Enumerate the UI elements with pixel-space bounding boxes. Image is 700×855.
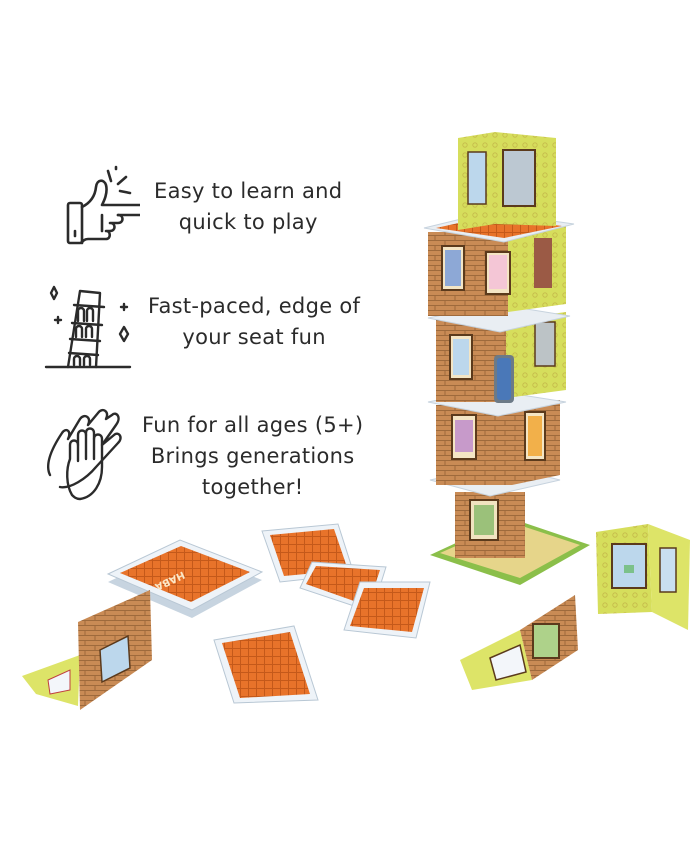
feature-all-ages: Fun for all ages (5+) Brings generations… [40,405,363,505]
feature-text: Fun for all ages (5+) Brings generations… [142,410,363,503]
roof-card [299,561,387,613]
feature-line: together! [201,474,304,499]
feature-line: Fast-paced, edge of [148,294,361,318]
card-deck: HABA [106,539,264,618]
feature-line: Brings generations [150,443,355,468]
feature-fast-paced: Fast-paced, edge of your seat fun [40,275,360,375]
feature-line: your seat fun [182,325,326,349]
leaning-tower-icon [40,275,140,375]
folded-card-right [460,595,578,690]
deck-brand: HABA [153,569,186,592]
tower [423,132,575,558]
feature-text: Fast-paced, edge of your seat fun [148,291,360,353]
feature-line: Fun for all ages (5+) [142,412,364,437]
roof-card [261,523,355,583]
folded-card-left [22,590,152,710]
hands-icon [40,405,140,505]
pointing-hand-icon [40,160,140,260]
yellow-window-card [596,524,690,630]
feature-line: Easy to learn and [154,179,343,203]
tower-base-tile [430,518,590,585]
roof-card [213,625,319,704]
roof-card [343,581,431,639]
feature-line: quick to play [178,210,318,234]
feature-text: Easy to learn and quick to play [154,176,342,238]
feature-easy-to-learn: Easy to learn and quick to play [40,160,342,260]
